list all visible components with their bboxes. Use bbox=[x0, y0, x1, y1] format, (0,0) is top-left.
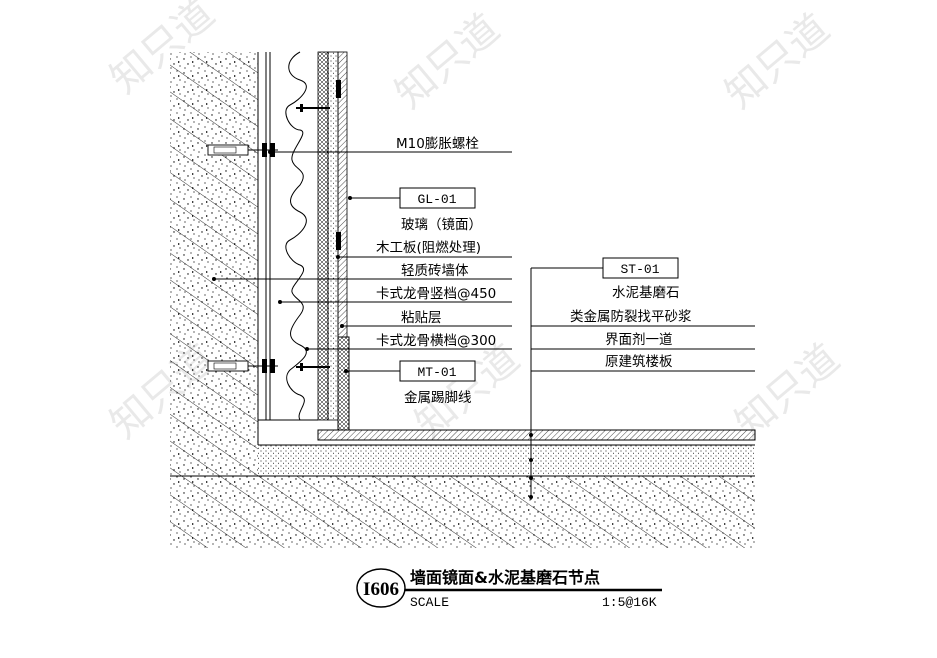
brick-wall bbox=[170, 52, 259, 476]
title-block: I606 墙面镜面&水泥基磨石节点 SCALE 1:5@16K bbox=[356, 568, 662, 610]
label-bolt: M10膨胀螺栓 bbox=[396, 136, 479, 152]
tag-stone: ST-01 bbox=[602, 257, 679, 279]
tag-glass: GL-01 bbox=[399, 187, 476, 209]
label-brick: 轻质砖墙体 bbox=[401, 263, 469, 279]
leveling-mortar-layer bbox=[258, 444, 755, 476]
drawing-title: 墙面镜面&水泥基磨石节点 bbox=[410, 568, 600, 587]
floor-slab bbox=[170, 475, 755, 548]
terrazzo-floor bbox=[317, 429, 756, 441]
watermark-text: 知只道 bbox=[717, 5, 838, 117]
label-metal: 金属踢脚线 bbox=[404, 390, 472, 406]
label-stone: 水泥基磨石 bbox=[612, 284, 680, 301]
label-wood: 木工板(阻燃处理) bbox=[376, 239, 481, 256]
label-interface: 界面剂一道 bbox=[605, 332, 673, 348]
tag-stone-text: ST-01 bbox=[620, 262, 659, 277]
expansion-bolt-lower bbox=[207, 359, 278, 373]
label-glass: 玻璃（镜面） bbox=[401, 216, 482, 233]
tag-metal: MT-01 bbox=[399, 360, 476, 382]
label-mortar: 类金属防裂找平砂浆 bbox=[570, 309, 692, 325]
label-keel-horizontal: 卡式龙骨横档@300 bbox=[376, 333, 496, 349]
scale-label: SCALE bbox=[410, 595, 449, 610]
label-keel-vertical: 卡式龙骨竖档@450 bbox=[376, 286, 496, 302]
leader-lines bbox=[212, 150, 755, 500]
wall-finish-layers bbox=[258, 51, 350, 431]
label-adhesive: 粘贴层 bbox=[401, 310, 442, 326]
watermark-text: 知只道 bbox=[387, 5, 508, 117]
label-slab: 原建筑楼板 bbox=[605, 354, 673, 370]
scale-value: 1:5@16K bbox=[602, 595, 657, 610]
annotation-labels: M10膨胀螺栓 玻璃（镜面） 木工板(阻燃处理) 轻质砖墙体 卡式龙骨竖档@45… bbox=[376, 136, 692, 406]
screw-lower bbox=[296, 363, 330, 371]
tag-glass-text: GL-01 bbox=[417, 192, 456, 207]
screw-upper bbox=[296, 104, 330, 112]
drawing-code: I606 bbox=[363, 579, 399, 600]
expansion-bolt-upper bbox=[207, 143, 278, 157]
tag-metal-text: MT-01 bbox=[417, 365, 456, 380]
